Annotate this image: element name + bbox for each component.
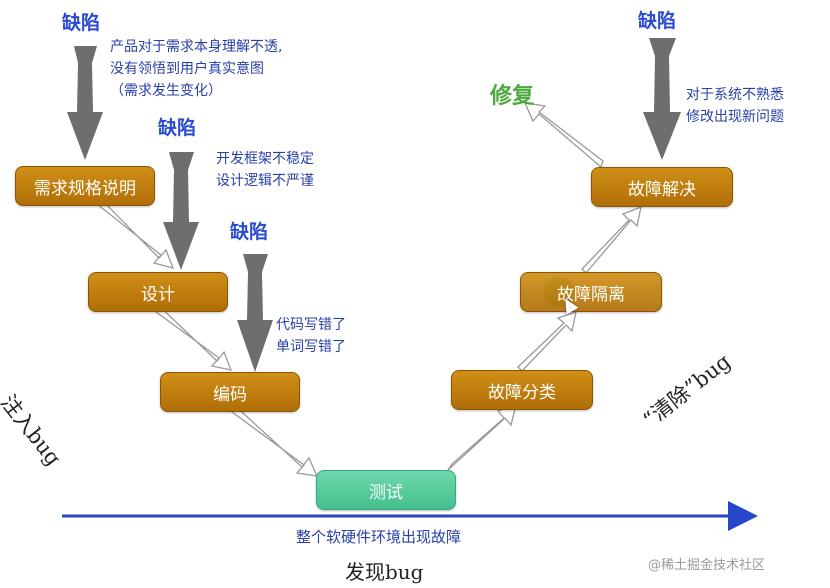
watermark: @稀土掘金技术社区 — [648, 558, 766, 573]
note-fix-line2: 修改出现新问题 — [686, 109, 784, 125]
note-req-line3: （需求发生变化） — [110, 83, 222, 99]
note-code-line2: 单词写错了 — [276, 339, 346, 355]
found-bug-label: 发现bug — [345, 560, 424, 584]
repair-label: 修复 — [490, 84, 535, 109]
node-requirements: 需求规格说明 — [15, 166, 155, 206]
note-fix-line1: 对于系统不熟悉 — [686, 87, 784, 103]
note-design-line2: 设计逻辑不严谨 — [216, 173, 314, 189]
arrow-classify-to-isolate — [517, 311, 577, 372]
defect-label-4: 缺陷 — [638, 10, 677, 32]
defect-arrow-2 — [163, 152, 199, 270]
note-fix: 对于系统不熟悉 修改出现新问题 — [686, 84, 784, 128]
defect-arrow-3 — [237, 254, 273, 372]
note-coding: 代码写错了 单词写错了 — [276, 314, 346, 358]
node-design: 设计 — [88, 272, 228, 312]
defect-arrow-1 — [67, 46, 103, 160]
note-req-line1: 产品对于需求本身理解不透, — [110, 39, 283, 55]
node-testing: 测试 — [316, 470, 456, 510]
defect-arrow-4 — [643, 38, 681, 160]
environment-label: 整个软硬件环境出现故障 — [296, 528, 462, 546]
note-design: 开发框架不稳定 设计逻辑不严谨 — [216, 148, 314, 192]
flow-arrows — [91, 102, 642, 477]
note-requirements: 产品对于需求本身理解不透, 没有领悟到用户真实意图 （需求发生变化） — [110, 36, 282, 102]
node-fault-classification: 故障分类 — [451, 370, 593, 410]
note-code-line1: 代码写错了 — [276, 317, 346, 333]
arrow-resolve-to-repair — [523, 102, 604, 169]
node-coding: 编码 — [160, 372, 300, 412]
arrow-isolate-to-resolve — [581, 205, 642, 274]
arrow-test-to-classify — [447, 404, 517, 471]
defect-arrows — [67, 38, 681, 372]
note-design-line1: 开发框架不稳定 — [216, 151, 314, 167]
arrow-design-to-code — [151, 301, 233, 371]
arrow-code-to-test — [227, 402, 319, 477]
note-req-line2: 没有领悟到用户真实意图 — [110, 61, 264, 77]
node-fault-resolution: 故障解决 — [591, 167, 733, 207]
defect-label-3: 缺陷 — [230, 221, 269, 243]
defect-label-2: 缺陷 — [158, 117, 197, 139]
defect-label-1: 缺陷 — [62, 12, 101, 34]
node-fault-isolation: 故障隔离 — [520, 272, 662, 312]
